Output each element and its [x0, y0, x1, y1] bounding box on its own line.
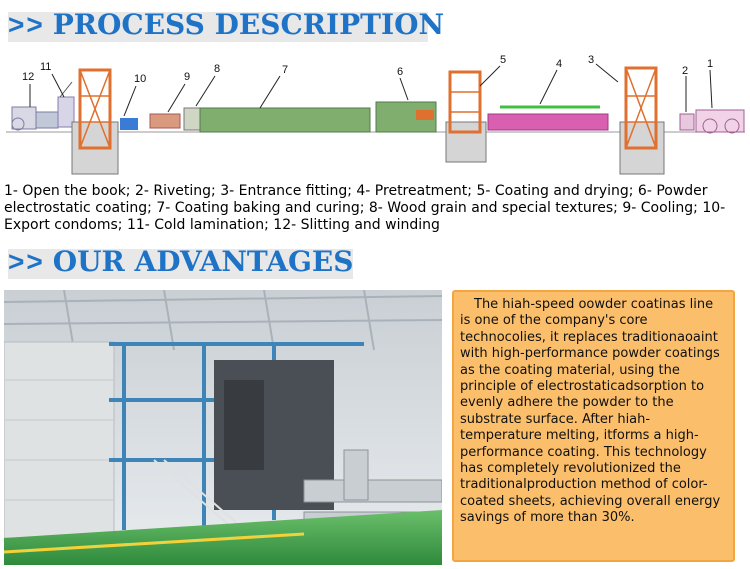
station-8-wood-grain	[183, 107, 201, 131]
diagram-label-8: 8	[214, 63, 220, 75]
process-description-header: >> PROCESS DESCRIPTION	[8, 8, 445, 42]
advantages-text: The hiah-speed oowder coatinas line is o…	[460, 297, 721, 526]
diagram-label-9: 9	[184, 71, 190, 83]
station-12-slitting-winding	[11, 106, 59, 131]
diagram-label-12: 12	[22, 71, 34, 83]
diagram-label-3: 3	[588, 54, 594, 66]
advantages-textbox: The hiah-speed oowder coatinas line is o…	[452, 290, 735, 562]
header-arrows: >>	[8, 8, 45, 40]
factory-photo	[4, 290, 442, 565]
station-11-cold-lamination	[57, 81, 75, 128]
header-title: OUR ADVANTAGES	[52, 245, 354, 278]
diagram-label-1: 1	[707, 58, 713, 70]
looper-tower-left	[71, 68, 119, 175]
diagram-label-11: 11	[40, 61, 51, 73]
station-7-baking-oven	[199, 107, 371, 133]
process-caption: 1- Open the book; 2- Riveting; 3- Entran…	[4, 183, 726, 233]
station-9-cooling	[149, 113, 181, 129]
station-4-pretreatment	[487, 105, 609, 131]
diagram-label-5: 5	[500, 54, 506, 66]
diagram-label-7: 7	[282, 64, 288, 76]
station-10-exit	[120, 118, 138, 130]
station-6-powder-booth	[375, 101, 437, 133]
header-band	[8, 12, 428, 42]
station-1-uncoiler	[695, 109, 745, 134]
diagram-label-6: 6	[397, 66, 403, 78]
station-2-riveting	[679, 113, 695, 131]
station-5-coating-drying-tower	[445, 70, 487, 163]
header-band	[8, 249, 353, 279]
diagram-label-2: 2	[682, 65, 688, 77]
process-line-diagram: 12 11 10 9 8 7 6 5 4 3 2 1	[6, 54, 745, 175]
header-arrows: >>	[8, 245, 45, 277]
diagram-label-4: 4	[556, 58, 562, 70]
header-title: PROCESS DESCRIPTION	[52, 8, 445, 41]
station-3-entrance-tower	[619, 66, 665, 175]
diagram-label-10: 10	[134, 73, 146, 85]
our-advantages-header: >> OUR ADVANTAGES	[8, 245, 354, 279]
